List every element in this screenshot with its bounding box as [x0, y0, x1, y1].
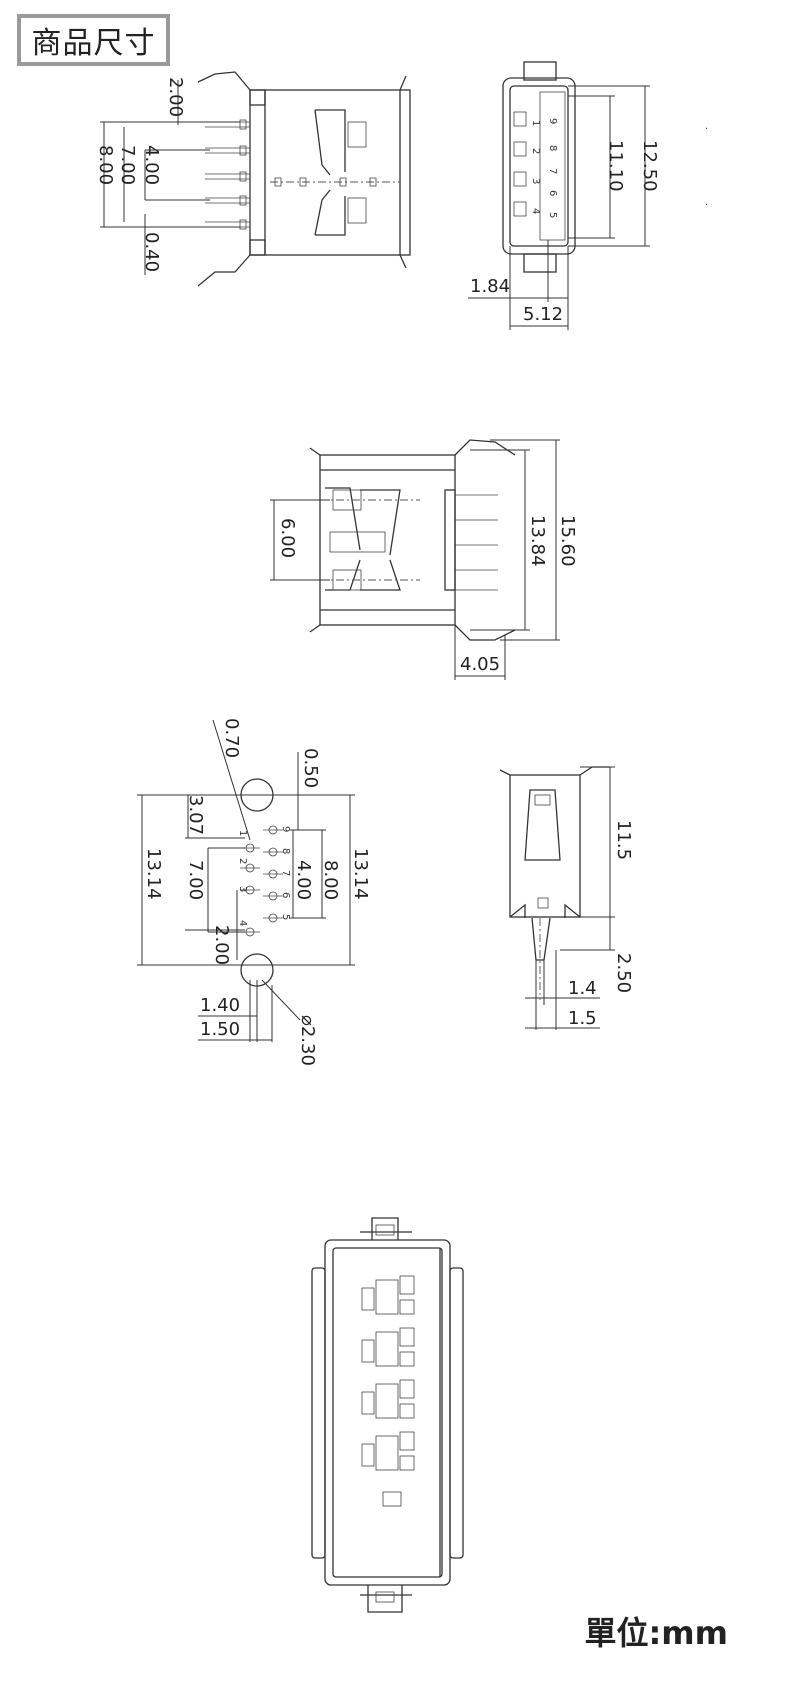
dim-2-50: 2.50	[613, 953, 634, 993]
svg-text:7: 7	[280, 870, 291, 876]
view-bottom	[311, 1217, 464, 1613]
view-middle: 6.00 13.84 15.60 4.05	[270, 439, 578, 680]
dim-13-84: 13.84	[527, 515, 548, 567]
dim-11-10: 11.10	[605, 140, 626, 192]
dim-8-00: 8.00	[320, 860, 341, 900]
svg-text:5: 5	[547, 212, 558, 218]
svg-text:8: 8	[547, 145, 558, 151]
view-footprint: 9 8 7 6 5 1 2 3 4 0.70 0.50	[137, 718, 371, 1066]
svg-text:9: 9	[280, 826, 291, 832]
view-top-left: 2.00 8.00 7.00 4.00 0.40	[95, 71, 411, 287]
middle-body	[319, 454, 456, 626]
dim-0-70: 0.70	[221, 718, 242, 758]
view-top-right: 9 8 7 6 5 1 2 3 4 12.50 11.10 1.84 5.12 …	[468, 61, 708, 330]
dim-7-00: 7.00	[185, 860, 206, 900]
unit-label: 單位:mm	[584, 1614, 729, 1652]
dim-4-05: 4.05	[460, 654, 500, 675]
svg-text:5: 5	[280, 914, 291, 920]
svg-text:7: 7	[547, 168, 558, 174]
view-side: 11.5 2.50 1.4 1.5	[499, 766, 634, 1030]
dim-6: 6.00	[277, 518, 298, 558]
dim-4-00: 4.00	[293, 860, 314, 900]
dim-13-14-right: 13.14	[350, 848, 371, 900]
side-body	[509, 774, 581, 918]
svg-text:2: 2	[237, 858, 248, 864]
page-title-text: 商品尺寸	[31, 26, 156, 61]
svg-text:9: 9	[547, 118, 558, 124]
svg-text:3: 3	[237, 886, 248, 892]
dim-pitch-2: 2.00	[165, 77, 186, 117]
svg-text:6: 6	[547, 190, 558, 196]
dim-1-5: 1.5	[568, 1008, 597, 1029]
dim-dia-2-30: ⌀2.30	[297, 1015, 318, 1066]
svg-text:·: ·	[705, 124, 708, 135]
svg-text:2: 2	[530, 148, 541, 154]
svg-text:1: 1	[530, 120, 541, 126]
dim-7: 7.00	[117, 145, 138, 185]
svg-text:·: ·	[705, 200, 708, 211]
dim-15-60: 15.60	[557, 515, 578, 567]
dim-8: 8.00	[95, 145, 116, 185]
dim-1-84: 1.84	[470, 276, 510, 297]
svg-text:1: 1	[237, 830, 248, 836]
dim-1-50: 1.50	[200, 1019, 240, 1040]
dim-2-00: 2.00	[211, 925, 232, 965]
svg-text:8: 8	[280, 848, 291, 854]
dim-0-40: 0.40	[141, 232, 162, 272]
dim-13-14-left: 13.14	[143, 848, 164, 900]
svg-text:4: 4	[530, 208, 541, 214]
connector-body	[249, 89, 411, 256]
dim-3-07: 3.07	[185, 795, 206, 835]
svg-text:6: 6	[280, 892, 291, 898]
dim-11-5: 11.5	[613, 820, 634, 860]
dim-4: 4.00	[141, 145, 162, 185]
dim-5-12: 5.12	[523, 304, 563, 325]
dim-1-40: 1.40	[200, 995, 240, 1016]
dim-12-50: 12.50	[639, 140, 660, 192]
dim-1-4: 1.4	[568, 978, 597, 999]
bottom-body	[324, 1239, 451, 1586]
svg-text:4: 4	[237, 920, 248, 926]
dim-0-50: 0.50	[300, 748, 321, 788]
svg-text:3: 3	[530, 178, 541, 184]
page-title: 商品尺寸	[17, 14, 170, 66]
